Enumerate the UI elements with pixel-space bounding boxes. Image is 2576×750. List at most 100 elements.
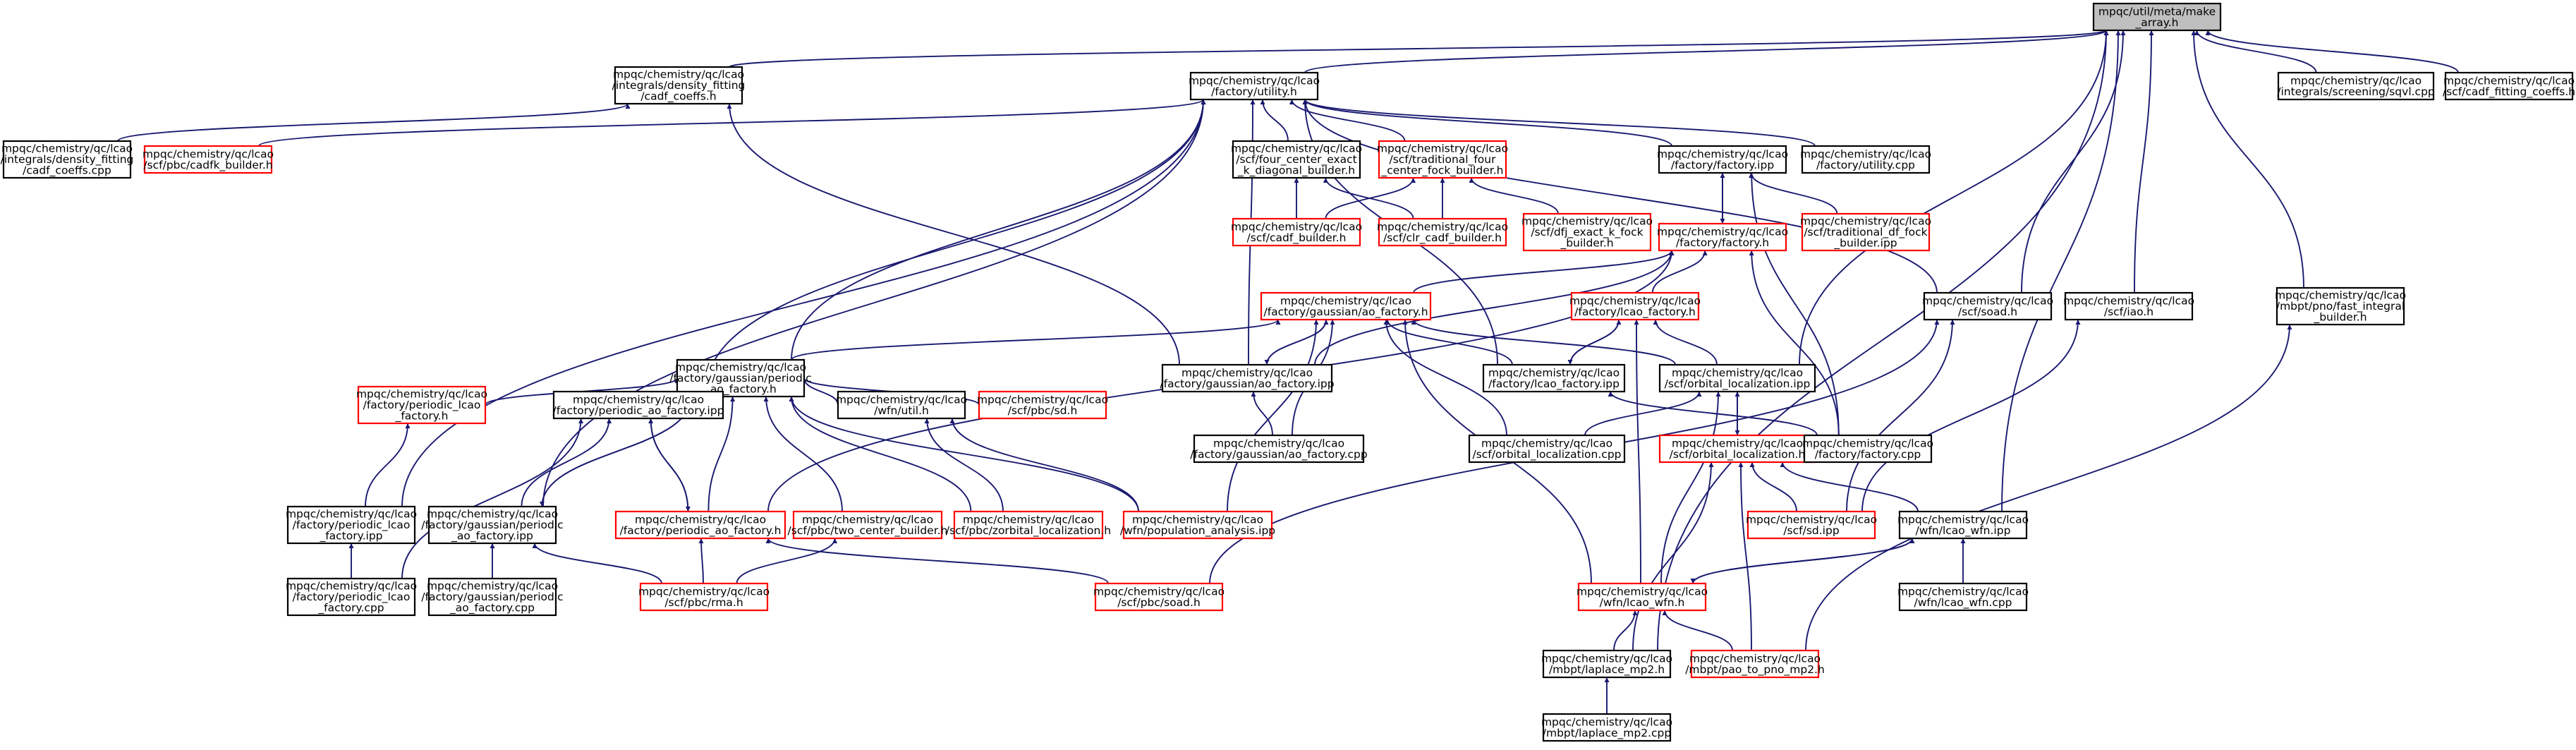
file-node-periodic-lcao-ipp[interactable]: mpqc/chemistry/qc/lcao/factory/periodic_… (286, 505, 417, 545)
node-label-line: /mbpt/pao_to_pno_mp2.h (1685, 663, 1825, 677)
file-node-iao-h[interactable]: mpqc/chemistry/qc/lcao/scf/iao.h (2063, 291, 2194, 321)
node-label-line: mpqc/chemistry/qc/lcao (836, 393, 967, 406)
file-node-two-center[interactable]: mpqc/chemistry/qc/lcao/scf/pbc/two_cente… (788, 510, 948, 540)
file-node-cadf-fit-h[interactable]: mpqc/chemistry/qc/lcao/scf/cadf_fitting_… (2443, 71, 2575, 101)
node-label-line: _k_diagonal_builder.h (1237, 164, 1355, 178)
node-label-line: mpqc/chemistry/qc/lcao (142, 147, 274, 160)
dependency-edge (650, 418, 691, 512)
file-node-factory-cpp[interactable]: mpqc/chemistry/qc/lcao/factory/factory.c… (1802, 434, 1933, 464)
file-node-df-coeffs-cpp[interactable]: mpqc/chemistry/qc/lcao/integrals/density… (1, 140, 134, 179)
file-node-lcao-wfn-h[interactable]: mpqc/chemistry/qc/lcao/wfn/lcao_wfn.h (1576, 582, 1708, 612)
dependency-edge (1260, 99, 1289, 142)
node-box (1232, 140, 1361, 179)
node-box (676, 358, 806, 398)
file-node-cadfk-builder-h[interactable]: mpqc/chemistry/qc/lcao/scf/pbc/cadfk_bui… (142, 145, 274, 174)
node-label-line: mpqc/chemistry/qc/lcao (1181, 366, 1313, 379)
node-box (1577, 582, 1707, 612)
node-box (953, 510, 1104, 540)
file-node-lcao-factory-ipp[interactable]: mpqc/chemistry/qc/lcao/factory/lcao_fact… (1482, 363, 1626, 393)
file-node-periodic-ao-h[interactable]: mpqc/chemistry/qc/lcao/factory/periodic_… (614, 510, 786, 540)
node-label-line: mpqc/chemistry/qc/lcao (1213, 437, 1344, 449)
file-node-gaussian-ao-cpp[interactable]: mpqc/chemistry/qc/lcao/factory/gaussian/… (1190, 434, 1368, 464)
node-box (1542, 649, 1672, 679)
dependency-edge (736, 538, 838, 584)
file-node-periodic-lcao-h[interactable]: mpqc/chemistry/qc/lcao/factory/periodic_… (356, 385, 487, 425)
file-node-periodic-ao-ipp[interactable]: mpqc/chemistry/qc/lcao/factory/periodic_… (553, 390, 724, 420)
file-node-utility-h[interactable]: mpqc/chemistry/qc/lcao/factory/utility.h (1189, 71, 1320, 101)
file-node-clr-cadf-h[interactable]: mpqc/chemistry/qc/lcao/scf/clr_cadf_buil… (1377, 217, 1508, 247)
dependency-edge (1805, 324, 2292, 651)
node-box (427, 505, 557, 545)
node-box (1189, 71, 1319, 101)
file-node-gaussian-ao-h[interactable]: mpqc/chemistry/qc/lcao/factory/gaussian/… (1260, 291, 1432, 321)
node-box (2277, 71, 2435, 101)
file-node-trad-df-fock[interactable]: mpqc/chemistry/qc/lcao/scf/traditional_d… (1800, 212, 1931, 252)
file-node-dfj-exact[interactable]: mpqc/chemistry/qc/lcao/scf/dfj_exact_k_f… (1521, 212, 1653, 252)
node-label-line: _factory.h (395, 410, 449, 423)
dependency-edge (1749, 250, 1840, 436)
file-node-factory-h[interactable]: mpqc/chemistry/qc/lcao/factory/factory.h (1657, 222, 1788, 252)
file-node-gaussian-periodic-cpp[interactable]: mpqc/chemistry/qc/lcao/factory/gaussian/… (421, 577, 564, 617)
dependency-edge (1584, 391, 1702, 436)
file-node-pao-to-pno[interactable]: mpqc/chemistry/qc/lcao/mbpt/pao_to_pno_m… (1685, 649, 1825, 679)
node-label-line: mpqc/chemistry/qc/lcao (286, 508, 417, 521)
node-label-line: mpqc/chemistry/qc/lcao (1377, 220, 1508, 233)
file-node-utility-cpp[interactable]: mpqc/chemistry/qc/lcao/factory/utility.c… (1800, 145, 1931, 174)
file-node-pbc-sd-h[interactable]: mpqc/chemistry/qc/lcao/scf/pbc/sd.h (977, 390, 1108, 420)
dependency-edge (1657, 30, 2109, 651)
node-label-line: mpqc/chemistry/qc/lcao (613, 68, 744, 81)
node-label-line: mpqc/chemistry/qc/lcao (1481, 437, 1612, 449)
file-node-laplace-mp2-h[interactable]: mpqc/chemistry/qc/lcao/mbpt/laplace_mp2.… (1541, 649, 1672, 679)
file-node-fast-integral[interactable]: mpqc/chemistry/qc/lcao/mbpt/pno/fast_int… (2275, 286, 2406, 326)
file-node-pbc-soad-h[interactable]: mpqc/chemistry/qc/lcao/scf/pbc/soad.h (1093, 582, 1225, 612)
file-node-orbital-loc-ipp[interactable]: mpqc/chemistry/qc/lcao/scf/orbital_local… (1658, 363, 1816, 393)
node-box (978, 390, 1107, 420)
dependency-edge (729, 30, 2108, 68)
file-node-make-array[interactable]: mpqc/util/meta/make_array.h (2092, 2, 2222, 32)
file-node-lcao-wfn-ipp[interactable]: mpqc/chemistry/qc/lcao/wfn/lcao_wfn.ipp (1897, 510, 2029, 540)
file-node-sqvl-cpp[interactable]: mpqc/chemistry/qc/lcao/integrals/screeni… (2277, 71, 2435, 101)
node-label-line: /scf/traditional_df_fock (1804, 226, 1927, 239)
node-label-line: /integrals/density_fitting (612, 79, 746, 92)
file-node-df-coeffs-h[interactable]: mpqc/chemistry/qc/lcao/integrals/density… (612, 66, 746, 105)
node-label-line: /factory/utility.h (1211, 85, 1297, 98)
file-node-lcao-factory-h[interactable]: mpqc/chemistry/qc/lcao/factory/lcao_fact… (1569, 291, 1701, 321)
node-label-line: _builder.h (1560, 237, 1613, 250)
file-node-gaussian-periodic-ipp[interactable]: mpqc/chemistry/qc/lcao/factory/gaussian/… (421, 505, 564, 545)
file-node-factory-ipp[interactable]: mpqc/chemistry/qc/lcao/factory/factory.i… (1657, 145, 1788, 174)
file-node-soad-h[interactable]: mpqc/chemistry/qc/lcao/scf/soad.h (1922, 291, 2053, 321)
node-label-line: /factory/gaussian/ao_factory.ipp (1160, 377, 1334, 391)
node-box (639, 582, 769, 612)
dependency-edge (2194, 30, 2317, 73)
file-node-gaussian-ao-ipp[interactable]: mpqc/chemistry/qc/lcao/factory/gaussian/… (1160, 363, 1335, 393)
file-node-traditional-four[interactable]: mpqc/chemistry/qc/lcao/scf/traditional_f… (1377, 140, 1508, 179)
dependency-edge (1302, 99, 1816, 147)
file-node-wfn-util-h[interactable]: mpqc/chemistry/qc/lcao/wfn/util.h (836, 390, 967, 420)
file-node-pbc-rma-h[interactable]: mpqc/chemistry/qc/lcao/scf/pbc/rma.h (638, 582, 770, 612)
dependency-edge (1690, 538, 1913, 584)
dependency-edge (1314, 250, 1675, 365)
file-node-periodic-lcao-cpp[interactable]: mpqc/chemistry/qc/lcao/factory/periodic_… (286, 577, 417, 617)
dependency-edge (1251, 391, 1273, 436)
file-node-laplace-mp2-cpp[interactable]: mpqc/chemistry/qc/lcao/mbpt/laplace_mp2.… (1541, 713, 1672, 742)
node-label-line: mpqc/chemistry/qc/lcao (1280, 294, 1411, 307)
node-label-line: mpqc/chemistry/qc/lcao (675, 361, 806, 374)
dependency-edge (1632, 461, 1714, 651)
file-node-orbital-loc-h[interactable]: mpqc/chemistry/qc/lcao/scf/orbital_local… (1658, 434, 1816, 464)
dependency-edge (2021, 30, 2126, 294)
node-label-line: /factory/periodic_lcao (293, 591, 411, 604)
dependency-edge (789, 396, 972, 512)
file-node-sd-ipp[interactable]: mpqc/chemistry/qc/lcao/scf/sd.ipp (1746, 510, 1877, 540)
file-node-population[interactable]: mpqc/chemistry/qc/lcao/wfn/population_an… (1120, 510, 1275, 540)
file-node-four-center-exact[interactable]: mpqc/chemistry/qc/lcao/scf/four_center_e… (1231, 140, 1362, 179)
node-label-line: mpqc/chemistry/qc/lcao (1377, 143, 1508, 155)
node-label-line: mpqc/chemistry/qc/lcao (2063, 294, 2194, 307)
file-node-lcao-wfn-cpp[interactable]: mpqc/chemistry/qc/lcao/wfn/lcao_wfn.cpp (1897, 582, 2029, 612)
file-node-cadf-builder-h[interactable]: mpqc/chemistry/qc/lcao/scf/cadf_builder.… (1231, 217, 1362, 247)
dependency-edge (1749, 461, 1797, 512)
file-node-zorbital[interactable]: mpqc/chemistry/qc/lcao/scf/pbc/zorbital_… (946, 510, 1111, 540)
file-node-orbital-loc-cpp[interactable]: mpqc/chemistry/qc/lcao/scf/orbital_local… (1468, 434, 1626, 464)
dependency-edge (949, 418, 1139, 512)
node-label-line: mpqc/chemistry/qc/lcao (1672, 437, 1803, 449)
